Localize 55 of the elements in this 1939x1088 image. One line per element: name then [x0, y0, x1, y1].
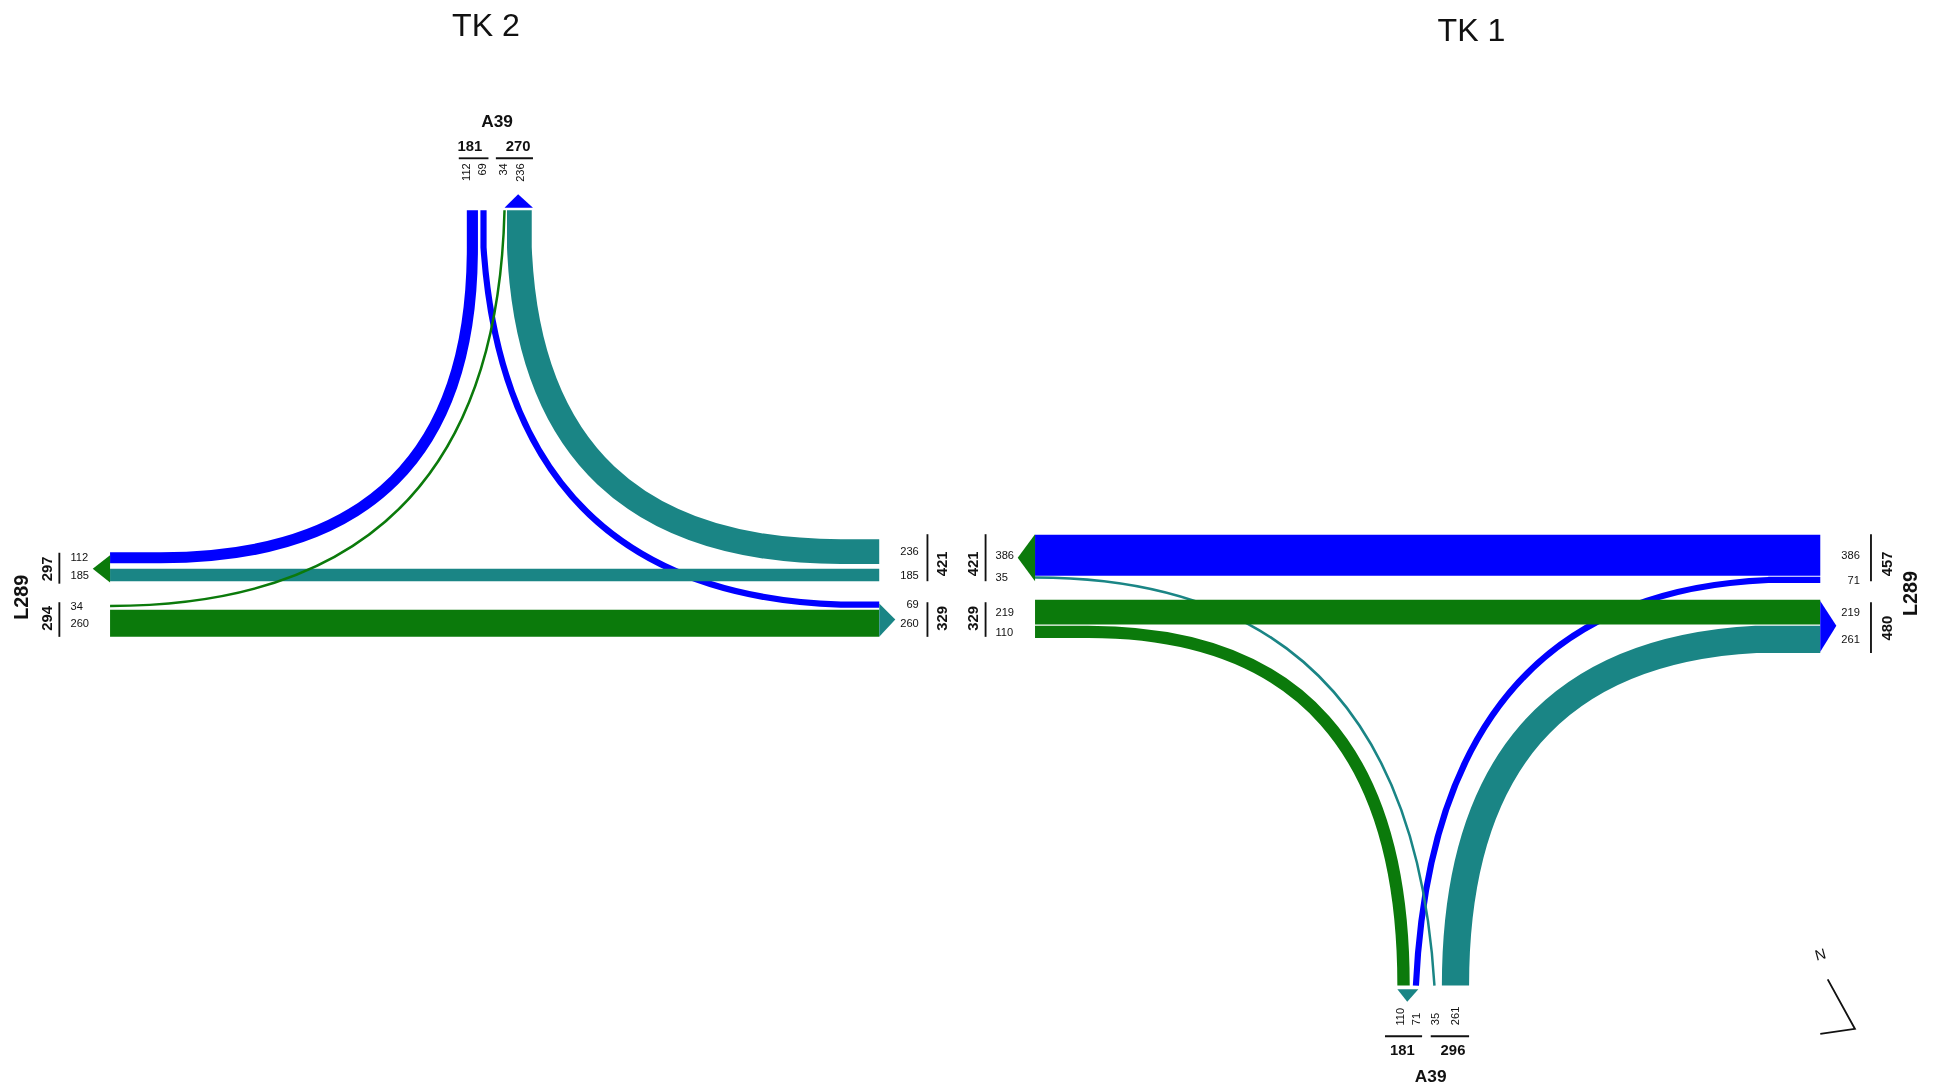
- traffic-total: 181: [1389, 1042, 1415, 1058]
- traffic-total: 421: [934, 551, 950, 577]
- traffic-total: 329: [965, 605, 981, 631]
- traffic-count: 386: [1820, 546, 1863, 564]
- traffic-flow-band: [110, 210, 478, 564]
- road-label: L289: [12, 574, 33, 620]
- traffic-count: 260: [879, 614, 922, 632]
- traffic-count: 236: [514, 160, 527, 211]
- traffic-count: 71: [1409, 985, 1423, 1031]
- traffic-total: 480: [1879, 615, 1895, 641]
- traffic-count: 261: [1449, 985, 1462, 1031]
- traffic-flow-band: [1035, 534, 1821, 576]
- traffic-flow-band: [1035, 625, 1410, 986]
- traffic-flow-band: [507, 210, 880, 564]
- traffic-count: 71: [1820, 571, 1863, 589]
- traffic-total: 421: [965, 551, 981, 577]
- traffic-total: 457: [1879, 551, 1895, 577]
- traffic-flow-band: [1035, 599, 1821, 625]
- traffic-total: 296: [1440, 1042, 1466, 1058]
- traffic-count: 260: [68, 614, 111, 632]
- traffic-count: 236: [879, 542, 922, 561]
- traffic-flow-band: [110, 210, 506, 608]
- traffic-count: 185: [68, 566, 111, 584]
- traffic-flow-band: [1441, 625, 1821, 987]
- traffic-count: 261: [1820, 630, 1863, 648]
- traffic-count: 69: [879, 596, 922, 614]
- traffic-total: 294: [39, 605, 55, 631]
- traffic-flow-band: [1034, 576, 1436, 986]
- traffic-total: 297: [39, 556, 55, 582]
- traffic-count: 112: [458, 160, 474, 211]
- road-label: A39: [1414, 1067, 1447, 1085]
- traffic-flow-band: [480, 210, 880, 608]
- road-label: A39: [481, 112, 513, 130]
- traffic-flow-band: [1412, 576, 1821, 986]
- panel-title: TK 1: [1437, 13, 1506, 46]
- traffic-count: 219: [1820, 603, 1863, 621]
- traffic-total: 270: [505, 138, 531, 154]
- traffic-count: 34: [68, 597, 111, 615]
- traffic-count: 112: [68, 549, 111, 567]
- traffic-count: 185: [879, 566, 922, 584]
- traffic-count: 69: [476, 160, 489, 211]
- panel-title: TK 2: [452, 8, 520, 41]
- traffic-total: 329: [934, 605, 950, 631]
- north-label: N: [1813, 946, 1828, 964]
- traffic-flow-band: [110, 568, 880, 582]
- road-label: L289: [1900, 571, 1921, 617]
- traffic-total: 181: [457, 138, 483, 154]
- traffic-count: 219: [993, 603, 1036, 621]
- traffic-flow-band: [110, 609, 880, 637]
- traffic-count: 34: [497, 160, 510, 211]
- traffic-count: 110: [1393, 985, 1406, 1031]
- traffic-count: 110: [993, 623, 1036, 641]
- traffic-count: 35: [1429, 985, 1442, 1031]
- traffic-count: 386: [993, 546, 1036, 564]
- traffic-count: 35: [993, 568, 1036, 587]
